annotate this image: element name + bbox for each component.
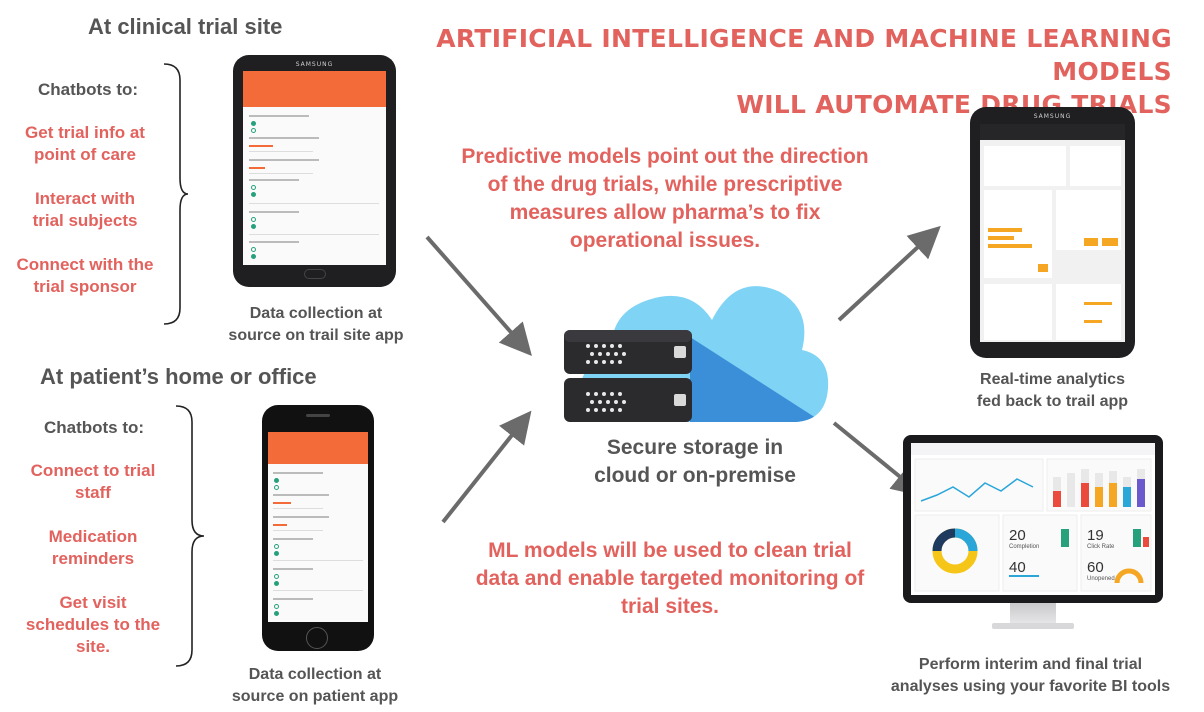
patient-chatbot-item: Medication reminders	[8, 526, 178, 570]
patient-item-1-line-1: Connect to trial	[30, 461, 156, 480]
stat-completion-label: Completion	[1009, 544, 1040, 550]
bi-caption-line-1: Perform interim and final trial	[918, 656, 1143, 673]
stat-third-value: 40	[1009, 559, 1026, 576]
stat-click-rate-label: Click Rate	[1087, 544, 1115, 550]
patient-item-3-line-1: Get visit	[59, 593, 127, 612]
bi-dashboard-screen: 20 Completion 19 Click Rate 40 60 Unopen…	[911, 443, 1155, 595]
clinical-item-2-line-1: Interact with	[34, 189, 136, 208]
patient-heading: At patient’s home or office	[40, 364, 317, 389]
arrow-clinical-to-cloud	[425, 235, 532, 357]
predictive-line-2: of the drug trials, while prescriptive	[487, 173, 843, 196]
patient-brace	[175, 405, 205, 667]
patient-caption-line-1: Data collection at	[248, 666, 382, 683]
clinical-item-2-line-2: trial subjects	[32, 211, 138, 230]
patient-item-2-line-1: Medication	[48, 527, 138, 546]
patient-chatbot-item: Connect to trial staff	[8, 460, 178, 504]
clinical-item-3-line-2: trial sponsor	[33, 277, 137, 296]
analytics-caption: Real-time analytics fed back to trail ap…	[940, 369, 1165, 413]
ml-line-2: data and enable targeted monitoring of	[475, 567, 865, 590]
patient-phone-device	[262, 405, 374, 651]
ml-line-3: trial sites.	[620, 595, 720, 618]
analytics-tablet-device: SAMSUNG	[970, 107, 1135, 358]
device-brand-label: SAMSUNG	[295, 61, 334, 68]
server-icon	[564, 330, 692, 422]
arrow-cloud-to-analytics	[837, 225, 941, 322]
monitor-base	[992, 623, 1074, 629]
storage-line-1: Secure storage in	[606, 436, 784, 459]
clinical-caption-line-2: source on trail site app	[228, 327, 404, 344]
analytics-caption-line-2: fed back to trail app	[976, 393, 1129, 410]
analytics-app-screen	[980, 124, 1125, 342]
storage-line-2: cloud or on-premise	[594, 464, 796, 487]
arrow-patient-to-cloud	[441, 410, 532, 524]
predictive-models-text: Predictive models point out the directio…	[420, 143, 910, 255]
predictive-line-4: operational issues.	[569, 229, 761, 252]
clinical-app-screen	[243, 71, 386, 265]
clinical-device-caption: Data collection at source on trail site …	[222, 303, 410, 347]
patient-item-3-line-2: schedules to the	[25, 615, 161, 634]
patient-item-1-line-2: staff	[75, 483, 111, 502]
stat-unopened-value: 60	[1087, 559, 1104, 576]
patient-chatbots-label: Chatbots to:	[43, 418, 145, 437]
clinical-item-1-line-1: Get trial info at	[25, 123, 145, 142]
patient-item-2-line-2: reminders	[51, 549, 135, 568]
bi-caption-line-2: analyses using your favorite BI tools	[890, 678, 1171, 695]
stat-completion-value: 20	[1009, 527, 1026, 544]
bi-caption: Perform interim and final trial analyses…	[868, 654, 1193, 698]
cloud-shadow	[690, 337, 829, 422]
home-button	[304, 269, 326, 279]
stat-unopened-label: Unopened	[1087, 576, 1115, 582]
patient-caption-line-2: source on patient app	[231, 688, 399, 705]
phone-speaker	[306, 414, 330, 417]
ml-line-1: ML models will be used to clean trial	[488, 539, 852, 562]
storage-caption: Secure storage in cloud or on-premise	[560, 434, 830, 490]
clinical-brace	[163, 63, 189, 325]
clinical-heading: At clinical trial site	[88, 14, 283, 39]
arrow-cloud-to-bi	[832, 421, 925, 497]
main-title-line-1: ARTIFICIAL INTELLIGENCE AND MACHINE LEAR…	[436, 24, 1172, 86]
clinical-item-3-line-1: Connect with the	[16, 255, 154, 274]
patient-device-caption: Data collection at source on patient app	[215, 664, 415, 708]
clinical-caption-line-1: Data collection at	[249, 305, 383, 322]
clinical-chatbot-item: Get trial info at point of care	[0, 122, 170, 166]
predictive-line-3: measures allow pharma’s to fix	[509, 201, 821, 224]
bi-monitor-device: 20 Completion 19 Click Rate 40 60 Unopen…	[903, 435, 1163, 603]
clinical-tablet-device: SAMSUNG	[233, 55, 396, 287]
analytics-caption-line-1: Real-time analytics	[980, 371, 1125, 388]
clinical-chatbot-item: Interact with trial subjects	[0, 188, 170, 232]
patient-chatbot-item: Get visit schedules to the site.	[8, 592, 178, 658]
clinical-chatbot-item: Connect with the trial sponsor	[0, 254, 170, 298]
clinical-item-1-line-2: point of care	[33, 145, 136, 164]
ml-models-text: ML models will be used to clean trial da…	[425, 537, 915, 621]
patient-app-screen	[268, 432, 368, 622]
clinical-chatbots-label: Chatbots to:	[37, 80, 139, 99]
analytics-device-brand: SAMSUNG	[1033, 113, 1072, 120]
stat-click-rate-value: 19	[1087, 527, 1104, 544]
cloud-storage-icon	[564, 286, 829, 422]
monitor-stand	[1010, 603, 1056, 625]
predictive-line-1: Predictive models point out the directio…	[461, 145, 869, 168]
bi-dashboard-graphic	[911, 443, 1155, 592]
patient-item-3-line-3: site.	[75, 637, 111, 656]
phone-home-button	[306, 627, 328, 649]
